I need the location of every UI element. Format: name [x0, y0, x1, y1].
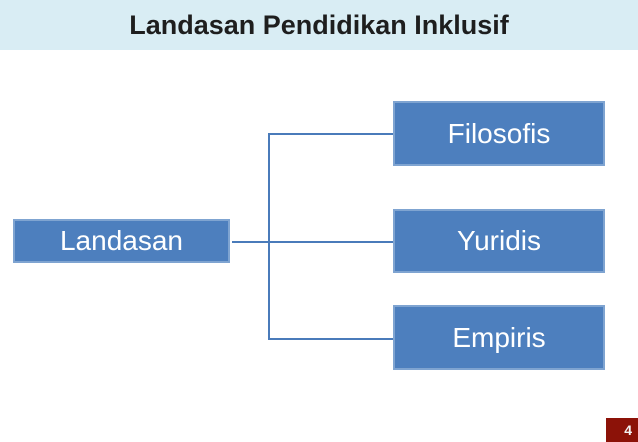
node-yuridis: Yuridis — [393, 209, 605, 273]
node-landasan: Landasan — [13, 219, 230, 263]
connector-branch-empiris — [268, 338, 393, 340]
slide-title-band: Landasan Pendidikan Inklusif — [0, 0, 638, 50]
node-filosofis: Filosofis — [393, 101, 605, 166]
slide-title: Landasan Pendidikan Inklusif — [129, 9, 509, 40]
connector-branch-filosofis — [268, 133, 393, 135]
node-empiris: Empiris — [393, 305, 605, 370]
connector-branch-yuridis — [232, 241, 393, 243]
page-number-badge: 4 — [606, 418, 638, 442]
connector-trunk-line — [268, 133, 270, 340]
